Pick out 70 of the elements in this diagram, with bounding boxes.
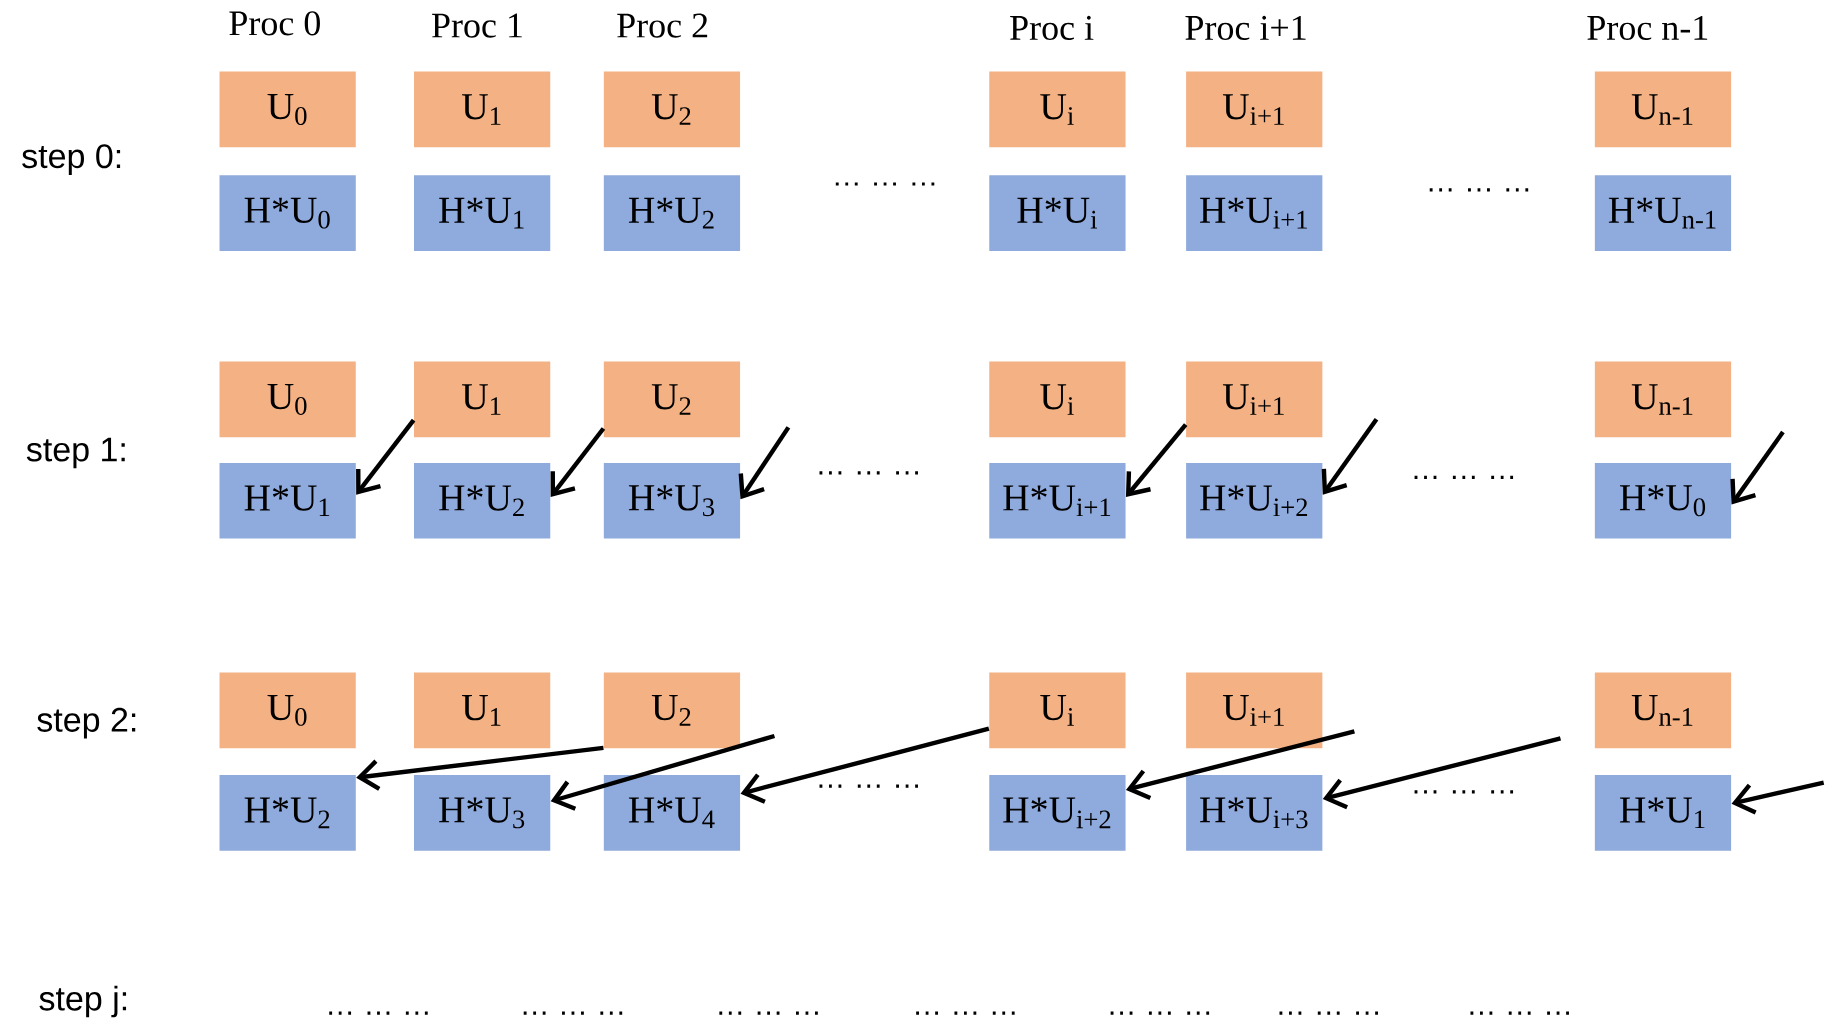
ellipsis: … … … (329, 1011, 428, 1015)
u-block: U$_{i+1}$ (1186, 361, 1323, 438)
arrow (1731, 780, 1825, 815)
ellipsis: … … … (819, 784, 918, 788)
column-heading: Proc 0 (229, 11, 320, 36)
column-heading: Proc 2 (617, 13, 708, 38)
u-block: U$_{i}$ (989, 672, 1126, 749)
arrow (1730, 430, 1785, 505)
arrow (1125, 729, 1355, 801)
u-block: U$_{2}$ (603, 672, 741, 749)
arrow (550, 733, 776, 811)
u-block: U$_{i+1}$ (1186, 672, 1323, 749)
ellipsis: … … … (819, 471, 918, 475)
u-block: U$_{n-1}$ (1594, 361, 1732, 438)
u-block: U$_{2}$ (603, 71, 741, 148)
hu-block: H*U$_{1}$ (1594, 775, 1732, 851)
hu-block: H*U$_{4}$ (603, 775, 741, 851)
hu-block: H*U$_{i}$ (989, 175, 1126, 251)
hu-block: H*U$_{2}$ (603, 175, 741, 251)
u-block: U$_{0}$ (219, 71, 356, 148)
arrow (356, 418, 416, 495)
hu-block: H*U$_{1}$ (414, 175, 551, 251)
hu-block: H*U$_{i+2}$ (1186, 462, 1323, 539)
hu-block: H*U$_{2}$ (414, 462, 551, 539)
arrow (1125, 423, 1188, 497)
u-block: U$_{i}$ (989, 361, 1126, 438)
u-block: U$_{1}$ (414, 672, 551, 749)
row-label: step 0: (22, 144, 121, 175)
arrow (738, 426, 791, 500)
hu-block: H*U$_{0}$ (1594, 462, 1732, 539)
u-block: U$_{1}$ (414, 361, 551, 438)
ellipsis: … … … (1279, 1011, 1378, 1015)
arrow (1322, 736, 1562, 810)
hu-block: H*U$_{2}$ (219, 775, 356, 851)
ellipsis: … … … (835, 182, 935, 186)
hu-block: H*U$_{3}$ (603, 462, 741, 539)
u-block: U$_{1}$ (414, 71, 551, 148)
arrow (740, 726, 990, 804)
u-block: U$_{0}$ (219, 361, 356, 438)
ellipsis: … … … (1429, 188, 1529, 192)
u-block: U$_{n-1}$ (1594, 672, 1732, 749)
hu-block: H*U$_{i+1}$ (1186, 175, 1323, 251)
u-block: U$_{i}$ (989, 71, 1126, 148)
ellipsis: … … … (523, 1011, 623, 1015)
arrow (356, 745, 604, 791)
ellipsis: … … … (1414, 790, 1514, 794)
u-block: U$_{i+1}$ (1186, 71, 1323, 148)
u-block: U$_{0}$ (219, 672, 356, 749)
row-label: step 2: (37, 707, 136, 739)
ellipsis: … … … (1414, 475, 1514, 480)
hu-block: H*U$_{3}$ (414, 775, 551, 851)
arrow (550, 427, 606, 497)
u-block: U$_{n-1}$ (1594, 71, 1732, 148)
row-label: step j: (39, 985, 127, 1018)
hu-block: H*U$_{1}$ (219, 462, 356, 539)
hu-block: H*U$_{i+2}$ (989, 775, 1126, 851)
arrow (1321, 417, 1379, 495)
hu-block: H*U$_{i+1}$ (989, 462, 1126, 539)
hu-block: H*U$_{0}$ (219, 175, 356, 251)
column-heading: Proc 1 (432, 13, 522, 38)
u-block: U$_{2}$ (603, 361, 741, 438)
column-heading: Proc i (1010, 15, 1094, 41)
column-heading: Proc i+1 (1185, 15, 1306, 41)
hu-block: H*U$_{i+3}$ (1186, 775, 1323, 851)
ellipsis: … … … (916, 1011, 1015, 1015)
ellipsis: … … … (719, 1011, 818, 1015)
ellipsis: … … … (1110, 1011, 1210, 1015)
ellipsis: … … … (1470, 1011, 1569, 1015)
hu-block: H*U$_{n-1}$ (1594, 175, 1732, 251)
row-label: step 1: (26, 437, 125, 469)
